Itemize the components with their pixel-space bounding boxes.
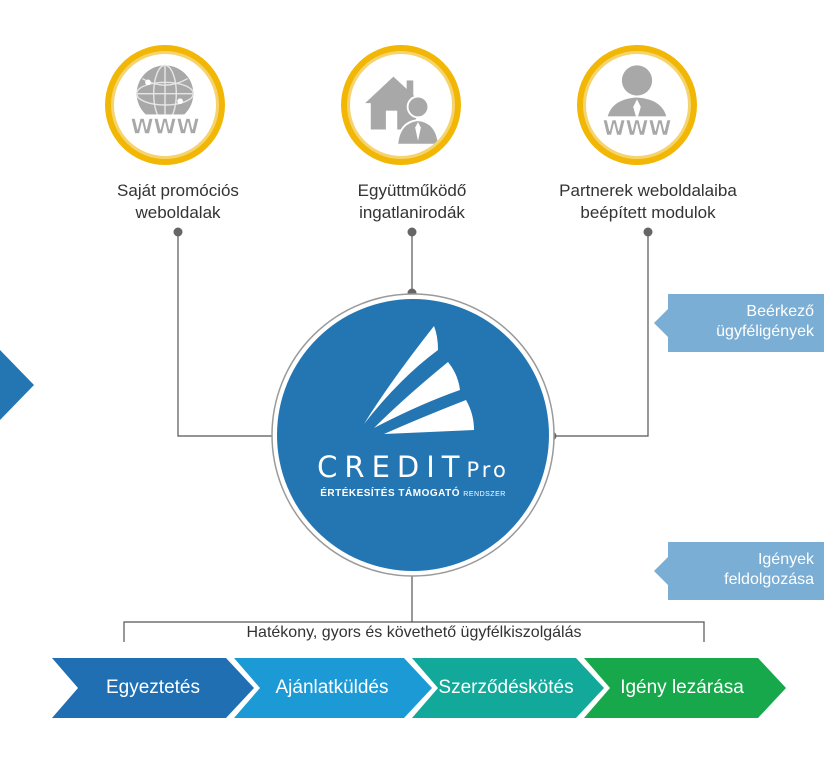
brand-subtitle-small: RENDSZER — [463, 491, 506, 498]
connector-dot — [407, 227, 417, 237]
connector-dot — [643, 227, 653, 237]
tag-line: ügyféligények — [716, 323, 814, 340]
source-label-line: Saját promóciós — [117, 181, 239, 200]
source-label-line: ingatlanirodák — [359, 203, 465, 222]
source-icon-agency — [341, 45, 461, 165]
step-shape-4 — [584, 658, 786, 718]
source-label-line: Partnerek weboldalaiba — [559, 181, 737, 200]
globe-www-icon: WWW — [127, 64, 203, 139]
process-steps — [52, 658, 786, 718]
source-icon-partner: WWW — [577, 45, 697, 165]
source-label-web: Saját promóciós weboldalak — [78, 180, 278, 224]
brand-subtitle-main: ÉRTÉKESÍTÉS TÁMOGATÓ — [320, 488, 461, 499]
tag-line: Beérkező — [746, 303, 814, 320]
source-label-line: Együttműködő — [357, 181, 467, 200]
brand-subtitle: ÉRTÉKESÍTÉS TÁMOGATÓ RENDSZER — [296, 488, 530, 499]
brand-title: CREDITPro — [300, 450, 526, 484]
sail-logo-icon — [364, 326, 474, 434]
step-shape-1 — [52, 658, 254, 718]
service-label: Hatékony, gyors és követhető ügyfélkiszo… — [246, 624, 582, 641]
svg-text:WWW: WWW — [603, 116, 672, 140]
svg-text:WWW: WWW — [131, 114, 200, 138]
house-agent-icon — [365, 76, 440, 146]
incoming-requests-tag: Beérkező ügyféligények — [654, 294, 824, 352]
step-shape-2 — [234, 658, 432, 718]
brand-suffix: Pro — [466, 458, 509, 482]
left-arrow-decoration — [0, 350, 34, 420]
step-igeny-lezarasa: Igény lezárása — [620, 677, 744, 698]
tag-line: Igények — [757, 551, 814, 568]
processing-tag: Igények feldolgozása — [654, 542, 824, 600]
creditpro-circle — [271, 293, 555, 577]
step-egyeztetes: Egyeztetés — [106, 677, 200, 698]
source-label-agency: Együttműködő ingatlanirodák — [312, 180, 512, 224]
step-ajanlatkuldes: Ajánlatküldés — [275, 677, 389, 698]
tag-line: feldolgozása — [724, 571, 814, 588]
connector-dot — [173, 227, 183, 237]
source-label-line: beépített modulok — [580, 203, 716, 222]
source-label-line: weboldalak — [135, 203, 221, 222]
step-shape-3 — [412, 658, 604, 718]
source-icon-web: WWW — [105, 45, 225, 165]
source-label-partner: Partnerek weboldalaiba beépített modulok — [548, 180, 748, 224]
person-www-icon: WWW — [599, 65, 675, 141]
brand-name: CREDIT — [317, 450, 467, 484]
step-szerzodeskotes: Szerződéskötés — [438, 677, 574, 698]
